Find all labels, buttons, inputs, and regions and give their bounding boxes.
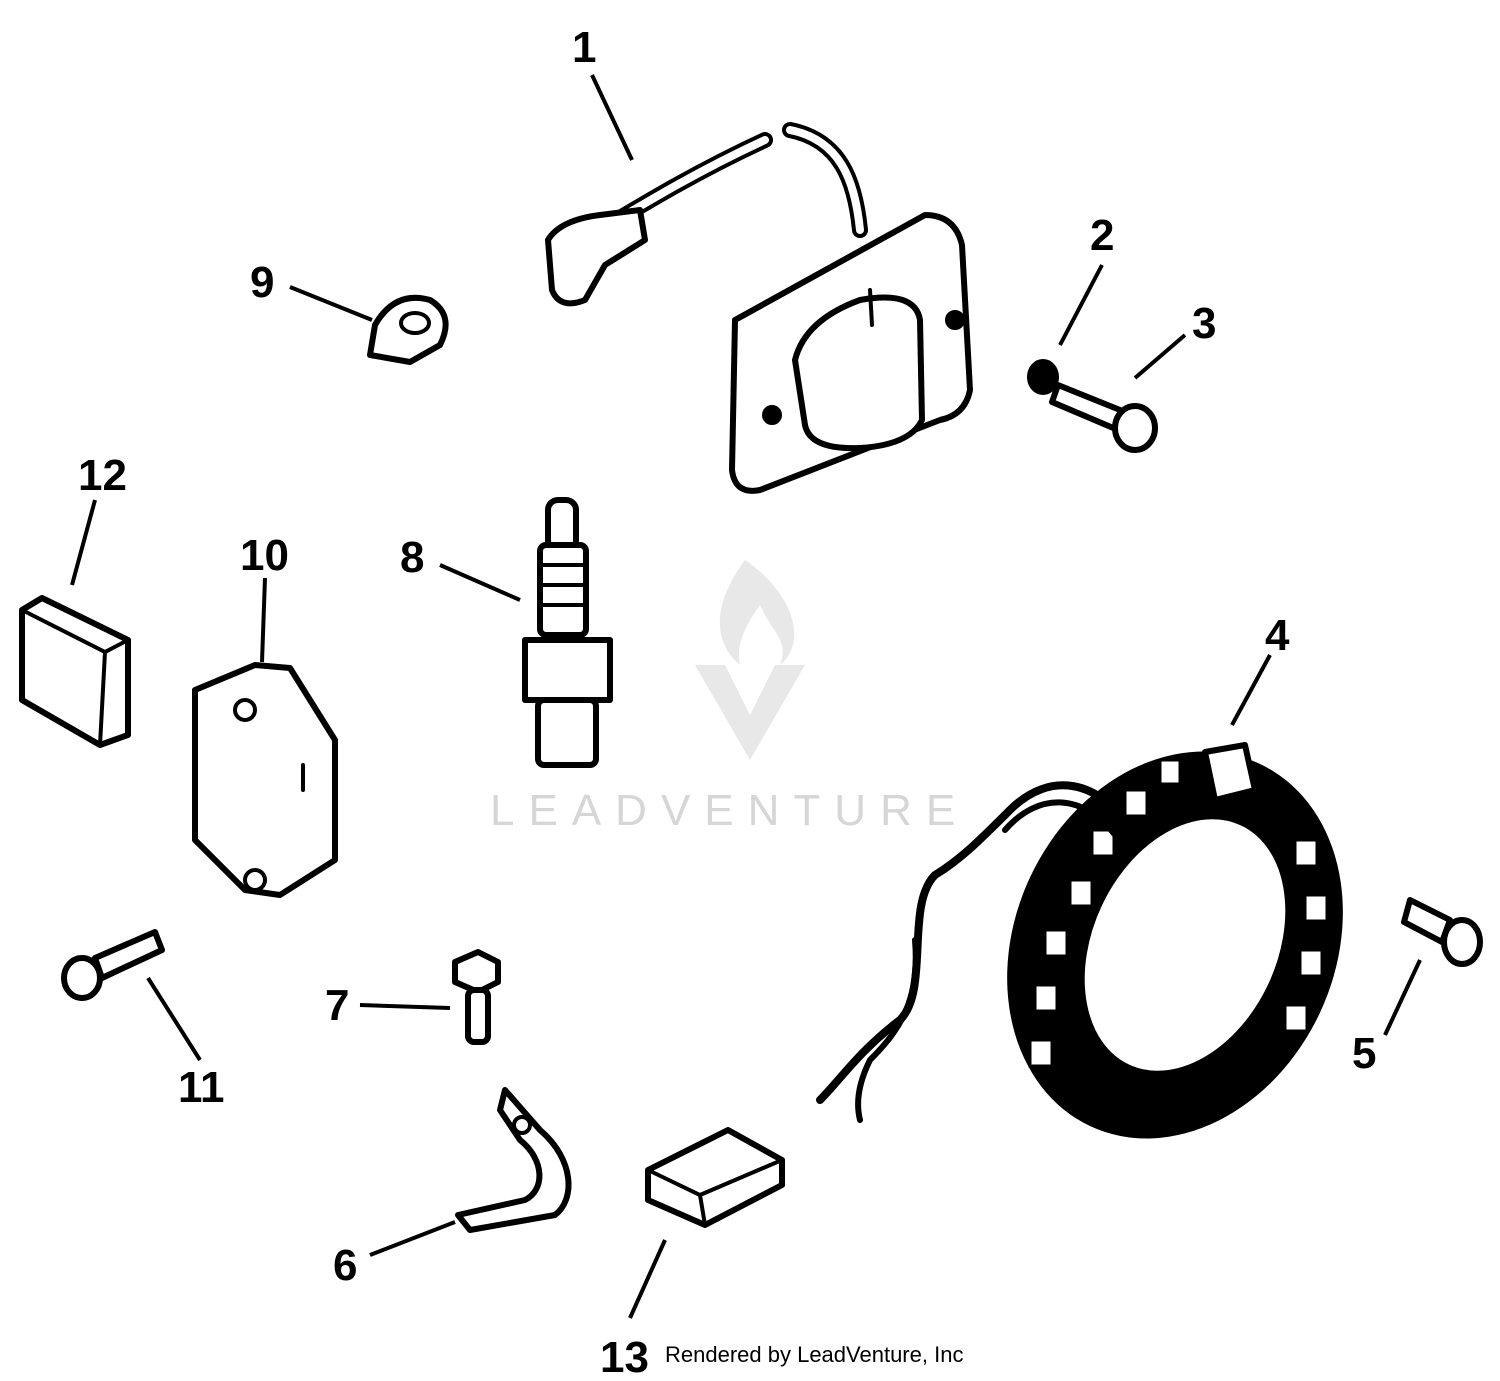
clip <box>367 294 449 365</box>
callout-12: 12 <box>78 451 127 500</box>
bolt-7 <box>452 949 501 1045</box>
leader-lines <box>70 74 1422 1319</box>
connector <box>645 1127 785 1228</box>
screw-3 <box>1049 382 1158 453</box>
ignition-module <box>545 122 973 494</box>
callout-4: 4 <box>1265 611 1290 660</box>
credit-text: Rendered by LeadVenture, Inc <box>665 1342 963 1367</box>
callouts: 1 2 3 4 5 6 7 8 9 10 11 12 <box>78 23 1376 1290</box>
callout-9: 9 <box>250 258 274 307</box>
callout-13: 13 <box>600 1333 649 1381</box>
screw-5 <box>1401 897 1483 967</box>
ground-bracket <box>455 1087 572 1233</box>
callout-2: 2 <box>1090 211 1114 260</box>
callout-11: 11 <box>178 1063 225 1112</box>
render-credit: 13 Rendered by LeadVenture, Inc <box>600 1333 963 1381</box>
callout-5: 5 <box>1352 1029 1376 1078</box>
callout-7: 7 <box>325 981 349 1030</box>
callout-1: 1 <box>572 23 596 72</box>
callout-10: 10 <box>240 531 289 580</box>
stator <box>816 742 1343 1139</box>
callout-6: 6 <box>333 1241 357 1290</box>
callout-3: 3 <box>1192 299 1216 348</box>
spark-plug <box>522 497 613 768</box>
watermark-logo <box>695 560 805 760</box>
washer <box>1027 359 1059 395</box>
regulator-module <box>192 662 338 898</box>
rectifier-block <box>19 595 131 748</box>
watermark-text: LEADVENTURE <box>490 786 969 835</box>
callout-8: 8 <box>400 533 424 582</box>
screw-11 <box>61 929 165 1001</box>
